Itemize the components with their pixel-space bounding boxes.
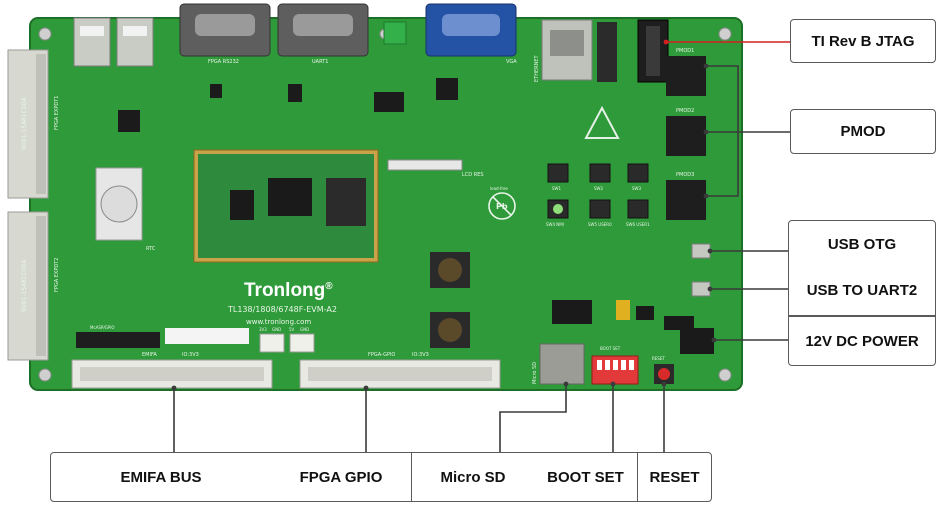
power-pin-headers [259,333,315,353]
callout-usb-otg: USB OTG [788,220,936,268]
callout-reset: RESET [637,452,712,502]
pmod3-label: PMOD3 [676,172,694,178]
core-module [193,149,379,263]
pcb [29,17,743,391]
white-strip [165,328,249,344]
pmod2-label: PMOD2 [676,108,694,114]
fpga-rs232-label: FPGA RS232 [208,59,239,65]
misc-parts [552,300,694,330]
sw2-label: SW2 [594,186,603,191]
lcd-fpc-connector [387,159,463,171]
inductors [430,252,470,348]
jtag-header [637,19,669,83]
sw4-label: SW4 NMI [546,222,564,227]
sw3-label: SW3 [632,186,641,191]
sw6-label: SW6 USER1 [626,222,650,227]
lead-free-label: lead-free [490,186,508,191]
mcasp-label: McASP/GPIO [90,325,115,330]
conn2-label: 9001-15481C00A [21,259,28,312]
ethernet-label: ETHERNET [534,54,540,82]
vga-label: VGA [506,59,517,65]
mcasp-header [76,332,160,348]
callout-micro-sd: Micro SD [411,452,535,502]
sata-connector [597,22,617,82]
reset-silk: RESET [652,356,665,361]
callout-fpga-gpio: FPGA GPIO [271,452,412,502]
terminal-block [383,21,407,45]
fpga-expdt1-label: FPGA EXPDT1 [54,96,60,130]
left-connector-top [7,49,49,199]
fpga-gpio-silk: FPGA-GPIO [368,352,395,358]
leader-lines [173,65,790,452]
emifa-silk: EMIFA [142,352,157,358]
misc-ics [118,78,458,132]
esd-symbol [584,105,620,139]
callout-dc-power: 12V DC POWER [788,316,936,366]
brand-text: Tronlong [244,280,325,301]
ethernet-jack [541,19,593,81]
micro-sd-slot [539,343,585,385]
v3v3-label: 3V3 [259,327,267,332]
pmod-headers [666,56,706,220]
pmod1-label: PMOD1 [676,48,694,54]
left-connector-bottom [7,211,49,361]
callout-jtag: TI Rev B JTAG [790,19,936,63]
switch-cap-nmi [553,204,563,214]
gnd2-label: GND [300,327,309,332]
io33-right-silk: IO:3V3 [412,352,429,358]
micro-sd-silk: Micro SD [532,362,538,384]
fpga-gpio-header [299,359,501,389]
uart1-label: UART1 [312,59,328,65]
lcd-label: LCD RES [462,172,484,178]
leader-dots [171,63,717,391]
v5-label: 5V [289,327,295,332]
conn1-label: 9001-15481C00A [21,97,28,150]
model-text: TL138/1808/6748F-EVM-A2 [227,305,337,314]
db9-connector-rs232 [179,3,271,57]
gnd1-label: GND [272,327,281,332]
callout-boot-set: BOOT SET [534,452,638,502]
sw5-label: SW5 USER0 [588,222,612,227]
fpga-expdt2-label: FPGA EXPDT2 [54,258,60,292]
dc-power-jack [680,328,714,354]
rtc-battery-holder [95,167,143,241]
callout-emifa-bus: EMIFA BUS [50,452,272,502]
brand-mark: ® [325,281,333,292]
lead-free-logo [488,192,516,220]
io33-left-silk: IO:3V3 [182,352,199,358]
boot-dip-switch [591,355,639,385]
boot-set-silk: BOOT SET [600,346,621,351]
usb-host-ports [73,17,154,67]
jtag-leader-dot [663,39,669,45]
tactile-switches [547,163,649,219]
sw1-label: SW1 [552,186,561,191]
emifa-header [71,359,273,389]
db9-connector-uart1 [277,3,369,57]
brand-logo: Tronlong® [244,280,333,301]
rtc-label: RTC [146,246,156,252]
callout-pmod: PMOD [790,109,936,154]
pb-label: Pb [496,202,508,211]
vga-connector [425,3,517,57]
url-text: www.tronlong.com [246,318,311,326]
callout-usb-uart2: USB TO UART2 [788,266,936,316]
reset-button [654,364,674,384]
